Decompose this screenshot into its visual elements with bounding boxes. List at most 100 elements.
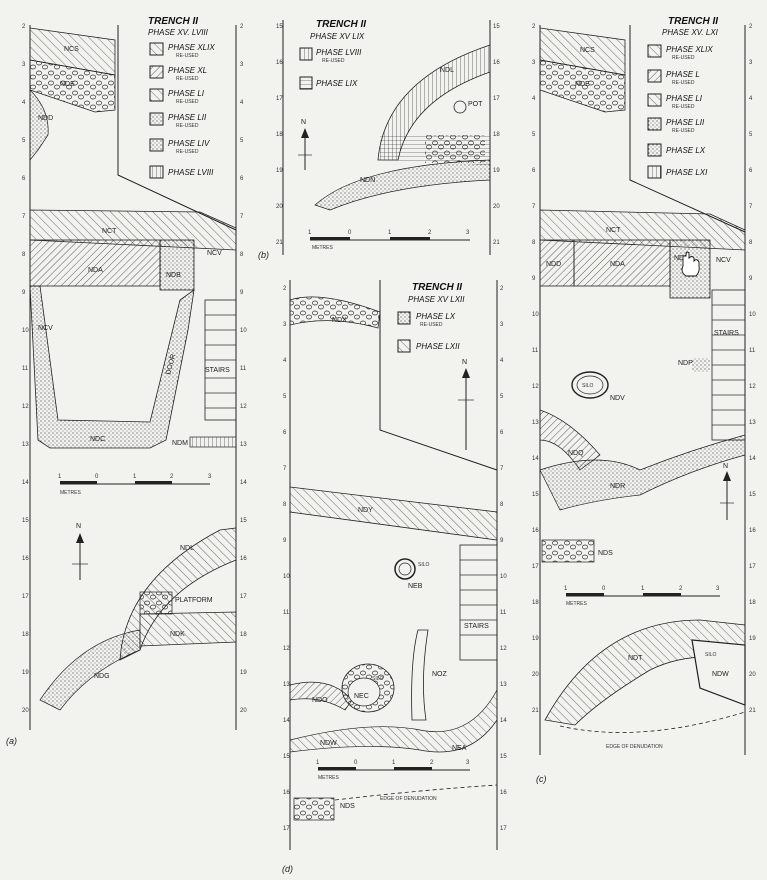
feature-label: NDW	[712, 671, 729, 678]
grid-tick-label: 15	[500, 754, 507, 760]
scale-tick: 0	[348, 230, 352, 236]
north-arrow-icon: N	[72, 523, 88, 580]
grid-tick-label: 16	[749, 528, 756, 534]
panel-caption: (b)	[258, 250, 269, 260]
grid-tick-label: 7	[283, 466, 287, 472]
grid-tick-label: 6	[22, 176, 26, 182]
feature-label: NDL	[180, 545, 194, 552]
grid-tick-label: 16	[22, 556, 29, 562]
feature-label: NDO	[312, 697, 328, 704]
feature-label: NDA	[88, 267, 103, 274]
feature-label: NCS	[64, 46, 79, 53]
grid-tick-label: 15	[749, 492, 756, 498]
scale-tick: 1	[58, 474, 62, 480]
grid-tick-label: 18	[532, 600, 539, 606]
feature-label: NCV	[716, 257, 731, 264]
grid-tick-label: 5	[283, 394, 287, 400]
legend-note: RE-USED	[322, 58, 345, 64]
grid-tick-label: 15	[240, 518, 247, 524]
grid-tick-label: 15	[532, 492, 539, 498]
grid-tick-label: 13	[22, 442, 29, 448]
grid-tick-label: 15	[22, 518, 29, 524]
feature-label: NDX	[332, 317, 347, 324]
grid-tick-label: 9	[283, 538, 287, 544]
feature-label: NDQ	[568, 450, 584, 457]
scale-tick: 1	[392, 760, 396, 766]
legend-note: RE-USED	[176, 149, 199, 155]
scale-tick: 1	[316, 760, 320, 766]
feature-silo-ndw	[691, 639, 746, 706]
grid-tick-label: 10	[500, 574, 507, 580]
north-label: N	[462, 359, 467, 366]
grid-tick-label: 14	[500, 718, 507, 724]
legend-label: PHASE LXI	[666, 168, 708, 177]
panel-d-title: TRENCH II	[412, 282, 462, 293]
grid-tick-label: 13	[749, 420, 756, 426]
grid-tick-label: 3	[22, 62, 26, 68]
legend-label: PHASE L	[666, 70, 700, 79]
legend-label: PHASE XL	[168, 66, 207, 75]
scale-unit: METRES	[566, 601, 588, 607]
feature-ndm	[189, 436, 237, 448]
grid-tick-label: 2	[500, 286, 504, 292]
feature-label: NDL	[440, 67, 454, 74]
grid-tick-label: 12	[749, 384, 756, 390]
feature-label: NDY	[358, 507, 373, 514]
grid-tick-label: 14	[749, 456, 756, 462]
panel-c-phase: PHASE XV. LXI	[662, 28, 719, 37]
grid-tick-label: 6	[283, 430, 287, 436]
grid-tick-label: 17	[749, 564, 756, 570]
feature-ndk	[139, 611, 237, 647]
grid-tick-label: 5	[749, 132, 753, 138]
feature-label: NDB	[674, 255, 689, 262]
feature-label: NDP	[678, 360, 693, 367]
baulk-line	[379, 280, 498, 471]
grid-tick-label: 12	[283, 646, 290, 652]
grid-tick-label: 12	[500, 646, 507, 652]
grid-tick-label: 8	[500, 502, 504, 508]
scale-bar-a: 1 0 1 2 3 METRES	[58, 474, 212, 496]
grid-tick-label: 17	[22, 594, 29, 600]
panel-caption: (a)	[6, 736, 17, 746]
grid-tick-label: 18	[493, 132, 500, 138]
panel-c-legend: PHASE XLIX RE-USED PHASE L RE-USED PHASE…	[647, 44, 713, 179]
grid-tick-label: 19	[240, 670, 247, 676]
feature-label: NDK	[170, 631, 185, 638]
feature-label: NDA	[610, 261, 625, 268]
grid-tick-label: 9	[749, 276, 753, 282]
panel-b-phase: PHASE XV LIX	[310, 32, 365, 41]
feature-label: NCV	[38, 325, 53, 332]
grid-tick-label: 18	[240, 632, 247, 638]
feature-label: NDD	[38, 115, 53, 122]
feature-label: NDC	[90, 436, 105, 443]
panel-caption: (d)	[282, 864, 293, 874]
feature-label: EDGE OF DENUDATION	[380, 796, 437, 802]
grid-tick-label: 10	[22, 328, 29, 334]
legend-label: PHASE XLIX	[168, 43, 215, 52]
grid-tick-label: 16	[283, 790, 290, 796]
scale-bar-b: 1 0 1 2 3 METRES	[308, 230, 470, 251]
grid-tick-label: 19	[493, 168, 500, 174]
panel-a-legend: PHASE XLIX RE-USED PHASE XL RE-USED PHAS…	[149, 42, 215, 179]
scale-tick: 1	[564, 586, 568, 592]
panel-b-title: TRENCH II	[316, 19, 366, 30]
feature-ncv-wall	[29, 285, 195, 449]
grid-tick-label: 6	[749, 168, 753, 174]
grid-tick-label: 4	[532, 96, 536, 102]
grid-tick-label: 20	[22, 708, 29, 714]
grid-tick-label: 17	[500, 826, 507, 832]
feature-nde	[539, 59, 626, 113]
feature-label: NDW	[320, 740, 337, 747]
grid-tick-label: 9	[240, 290, 244, 296]
grid-tick-label: 20	[532, 672, 539, 678]
feature-label: NDM	[172, 440, 188, 447]
feature-pot	[453, 100, 467, 114]
grid-tick-label: 3	[283, 322, 287, 328]
grid-tick-label: 17	[283, 826, 290, 832]
grid-tick-label: 17	[240, 594, 247, 600]
scale-tick: 1	[388, 230, 392, 236]
feature-ndo	[289, 681, 353, 711]
feature-label: SILO	[582, 383, 594, 389]
panel-a-title: TRENCH II	[148, 16, 198, 27]
